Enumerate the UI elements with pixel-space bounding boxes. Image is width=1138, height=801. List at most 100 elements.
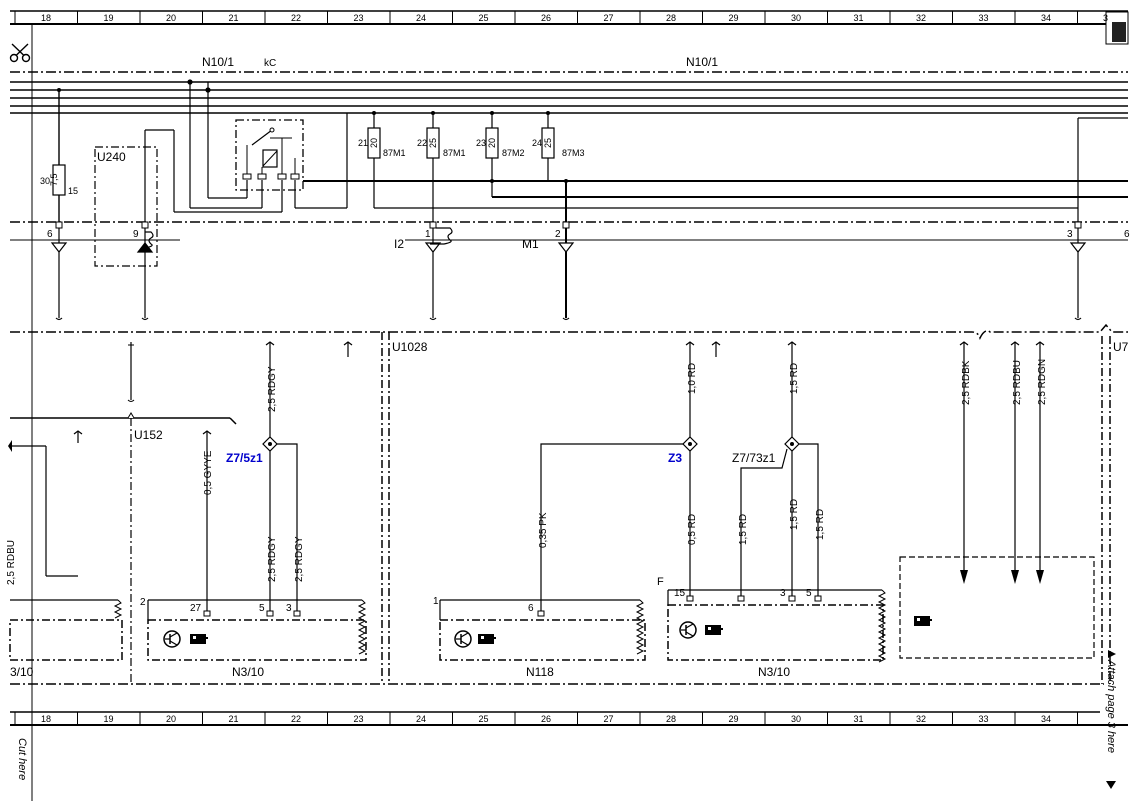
top-grid-label: 26 bbox=[541, 13, 551, 23]
component-n3-10-right: F 15 3 5 N3/10 bbox=[657, 576, 887, 679]
svg-text:21: 21 bbox=[358, 138, 368, 148]
svg-text:87M3: 87M3 bbox=[562, 148, 585, 158]
svg-text:2,5 RDBU: 2,5 RDBU bbox=[6, 540, 17, 585]
top-grid-label: 21 bbox=[228, 13, 238, 23]
svg-text:7,5: 7,5 bbox=[49, 173, 59, 186]
attach-page-text: Attach page 3 here bbox=[1105, 659, 1117, 753]
bottom-grid-label: 23 bbox=[353, 714, 363, 724]
svg-text:30: 30 bbox=[40, 176, 50, 186]
svg-text:15: 15 bbox=[674, 588, 686, 599]
svg-text:20: 20 bbox=[369, 138, 379, 148]
u240-module: U240 bbox=[94, 129, 175, 267]
top-grid-label: 33 bbox=[978, 13, 988, 23]
top-grid-label: 23 bbox=[353, 13, 363, 23]
wire-label-rdgy-a: 2,5 RDGY bbox=[267, 536, 278, 582]
svg-text:24: 24 bbox=[532, 138, 542, 148]
wire-label-1-5-rd-c: 1,5 RD bbox=[815, 509, 826, 540]
svg-text:3: 3 bbox=[780, 588, 786, 599]
bottom-grid-label: 25 bbox=[478, 714, 488, 724]
svg-text:N118: N118 bbox=[526, 665, 554, 679]
svg-text:6: 6 bbox=[47, 229, 53, 240]
svg-text:27: 27 bbox=[190, 603, 202, 614]
arrow-down-icon bbox=[1106, 781, 1116, 789]
bottom-grid-label: 26 bbox=[541, 714, 551, 724]
splice-label-z7-73z1: Z7/73z1 bbox=[732, 451, 776, 465]
svg-text:M1: M1 bbox=[522, 237, 539, 251]
svg-text:1,5 RD: 1,5 RD bbox=[789, 363, 800, 394]
wire-label-rdbu: 2,5 RDBU bbox=[1012, 360, 1023, 405]
wire-0-5-rd: 0,5 RD bbox=[687, 451, 698, 600]
ground-icon bbox=[1069, 228, 1087, 321]
splice-label-z3: Z3 bbox=[668, 451, 682, 465]
splice-icon bbox=[262, 436, 278, 452]
component-n118: 1 6 N118 bbox=[433, 596, 646, 679]
svg-text:0,5 GYYE: 0,5 GYYE bbox=[203, 450, 214, 495]
wires-right-arrows bbox=[963, 342, 1041, 572]
svg-text:U7: U7 bbox=[1113, 340, 1129, 354]
fuse-30: 7,5 30 15 bbox=[40, 88, 78, 222]
top-grid-label: 32 bbox=[916, 13, 926, 23]
top-grid-label: 20 bbox=[166, 13, 176, 23]
splice-label-z7-5z1: Z7/5z1 bbox=[226, 451, 263, 465]
ground-icon bbox=[50, 228, 68, 321]
bottom-grid-label: 31 bbox=[853, 714, 863, 724]
top-grid-label: 31 bbox=[853, 13, 863, 23]
u152-module: U152 bbox=[10, 342, 237, 684]
svg-text:87M2: 87M2 bbox=[502, 148, 525, 158]
wire-left-rdbu: 2,5 RDBU bbox=[6, 440, 78, 585]
svg-text:N3/10: N3/10 bbox=[758, 665, 790, 679]
kc-label: kC bbox=[264, 58, 276, 69]
page-edge-marker: 3 bbox=[1103, 11, 1129, 45]
bottom-grid-label: 28 bbox=[666, 714, 676, 724]
svg-text:5: 5 bbox=[806, 588, 812, 599]
svg-text:25: 25 bbox=[543, 138, 553, 148]
svg-text:1: 1 bbox=[433, 596, 439, 607]
wire-label-rdbk: 2,5 RDBK bbox=[961, 360, 972, 405]
bus-lines bbox=[10, 81, 1128, 114]
pointing-hand-icon bbox=[914, 616, 932, 626]
svg-text:U152: U152 bbox=[134, 428, 163, 442]
svg-text:23: 23 bbox=[476, 138, 486, 148]
n10-label-left: N10/1 bbox=[202, 55, 234, 69]
bottom-grid-label: 30 bbox=[791, 714, 801, 724]
pointing-hand-icon bbox=[478, 634, 496, 644]
fuse-21: 20 21 87M1 bbox=[358, 111, 406, 208]
svg-text:6: 6 bbox=[528, 603, 534, 614]
svg-text:15: 15 bbox=[68, 186, 78, 196]
bottom-grid-label: 33 bbox=[978, 714, 988, 724]
top-grid-label: 28 bbox=[666, 13, 676, 23]
n10-label-right: N10/1 bbox=[686, 55, 718, 69]
svg-text:3/10: 3/10 bbox=[10, 665, 34, 679]
splice-icon bbox=[784, 436, 800, 452]
bottom-grid-label: 21 bbox=[228, 714, 238, 724]
svg-text:20: 20 bbox=[487, 138, 497, 148]
svg-text:1,0 RD: 1,0 RD bbox=[687, 363, 698, 394]
svg-text:0,5 RD: 0,5 RD bbox=[687, 514, 698, 545]
svg-text:87M1: 87M1 bbox=[383, 148, 406, 158]
svg-text:25: 25 bbox=[428, 138, 438, 148]
ground-icon bbox=[424, 227, 453, 321]
bottom-grid-label: 24 bbox=[416, 714, 426, 724]
bottom-grid-label: 32 bbox=[916, 714, 926, 724]
svg-text:6: 6 bbox=[1124, 229, 1130, 240]
bottom-grid-label: 22 bbox=[291, 714, 301, 724]
bottom-grid-label: 27 bbox=[603, 714, 613, 724]
transistor-icon bbox=[163, 630, 181, 648]
svg-text:2: 2 bbox=[555, 229, 561, 240]
arrow-down-icon bbox=[1108, 650, 1116, 658]
component-right-box bbox=[899, 556, 1095, 659]
svg-text:N3/10: N3/10 bbox=[232, 665, 264, 679]
svg-text:22: 22 bbox=[417, 138, 427, 148]
top-grid-label: 34 bbox=[1041, 13, 1051, 23]
top-grid-label: 22 bbox=[291, 13, 301, 23]
bottom-grid-label: 19 bbox=[103, 714, 113, 724]
top-grid-label: 30 bbox=[791, 13, 801, 23]
cut-here-text: Cut here bbox=[16, 738, 28, 780]
wire-1-5-rd-top: 1,5 RD bbox=[789, 357, 800, 437]
top-grid-label: 24 bbox=[416, 13, 426, 23]
bottom-grid-label: 18 bbox=[41, 714, 51, 724]
bottom-grid-label: 29 bbox=[728, 714, 738, 724]
